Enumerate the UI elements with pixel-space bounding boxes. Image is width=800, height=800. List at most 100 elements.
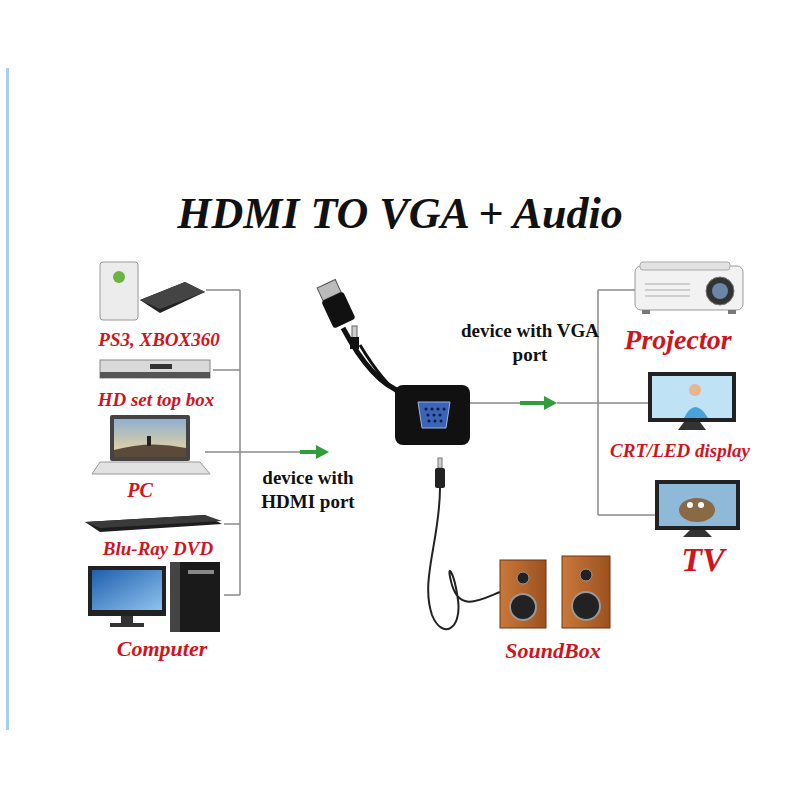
device-label: TV [681,540,724,579]
bracket-tick [206,289,240,291]
device-label-node: PC [127,479,153,502]
device-label-node: Blu-Ray DVD [103,538,213,560]
monitor-frame [88,566,166,616]
display-icon [648,372,736,430]
bracket-tick [224,523,240,525]
audio-lead [428,458,500,629]
desktop-icon [88,562,220,632]
bluray-icon [85,515,222,532]
ps3-top [140,282,205,309]
link-line [470,402,520,404]
speaker-woofer [510,594,536,620]
device-label: Blu-Ray DVD [103,538,213,560]
tv-frame [655,480,740,530]
tv-stand [683,530,712,537]
tv-screen [659,484,736,526]
device-label-node: CRT/LED display [610,440,750,462]
laptop-person [147,436,151,446]
speaker-box [562,556,610,628]
bracket-tick [598,289,635,291]
stb-display [150,364,172,369]
device-label: HD set top box [98,389,215,411]
device-label-node: Projector [624,324,731,356]
bracket-tick [557,402,648,404]
lead-cable [428,488,500,629]
display-figure [684,407,708,418]
display-stand [678,422,706,430]
display-figure [689,384,701,396]
projector-foot [642,310,650,314]
port-caption: device with HDMI port [238,466,378,514]
bluray-top [85,515,222,528]
diagram-title: HDMI TO VGA + Audio [177,188,623,239]
monitor-base [110,623,144,627]
audio-jack-tip [352,326,357,338]
hdmi-housing [321,291,355,328]
side-bar [6,68,9,730]
bracket-tick [598,514,655,516]
green-arrowhead [316,445,329,459]
adapter [315,279,470,445]
bracket-line [239,290,241,595]
tower-drive [188,570,214,574]
laptop-icon [92,415,210,474]
laptop-lid [110,415,190,461]
lead-jack-tip [438,458,442,468]
bracket-tick [205,451,300,453]
projector-icon [635,262,743,314]
tv-icon [655,480,740,537]
tower [170,562,220,632]
vga-port [418,402,450,428]
hdmi-cable [343,328,402,392]
set-top-box-icon [100,360,210,378]
tv-character-eye [698,502,704,508]
stb-front [100,372,210,378]
device-label: Computer [117,636,207,661]
device-label: Projector [624,324,731,356]
projector-vents [645,284,690,296]
tower-side [170,562,180,632]
speaker-tweeter [580,569,592,581]
laptop-screen [114,419,186,457]
laptop-base [92,462,210,474]
speaker-box [500,560,546,628]
device-label-node: Computer [117,636,207,661]
speaker-woofer [572,592,600,620]
projector-body [635,266,743,310]
device-label-node: TV [681,540,724,579]
speaker-tweeter [517,572,529,584]
projector-top [640,262,730,270]
monitor-screen [92,570,162,610]
display-frame [648,372,736,422]
ps3-body [140,282,205,313]
port-caption: device with VGA port [460,319,600,367]
vga-pins [425,408,446,423]
tv-character-eye [687,502,693,508]
adapter-box [395,385,470,445]
xbox-logo [113,271,125,283]
device-label: PC [127,479,153,502]
projector-foot [728,310,736,314]
green-arrow [300,450,318,454]
xbox-body [100,262,138,320]
monitor-stand [121,616,133,623]
projector-lens [706,277,734,305]
device-label: PS3, XBOX360 [98,329,219,351]
lead-jack-housing [435,468,445,488]
device-label: SoundBox [505,638,600,663]
laptop-hill [114,444,186,457]
device-label-node: SoundBox [505,638,600,663]
device-label-node: PS3, XBOX360 [98,329,219,351]
display-screen [652,376,732,418]
speaker-icon [500,556,610,628]
console-icon [100,262,205,320]
bracket-tick [224,594,240,596]
bracket-tick [213,369,240,371]
bluray-body [85,515,222,532]
audio-jack-housing [350,337,359,349]
stb-body [100,360,210,378]
green-arrow [520,401,546,405]
projector-glass [712,283,728,299]
device-label-node: HD set top box [98,389,215,411]
green-arrowhead [544,396,557,410]
